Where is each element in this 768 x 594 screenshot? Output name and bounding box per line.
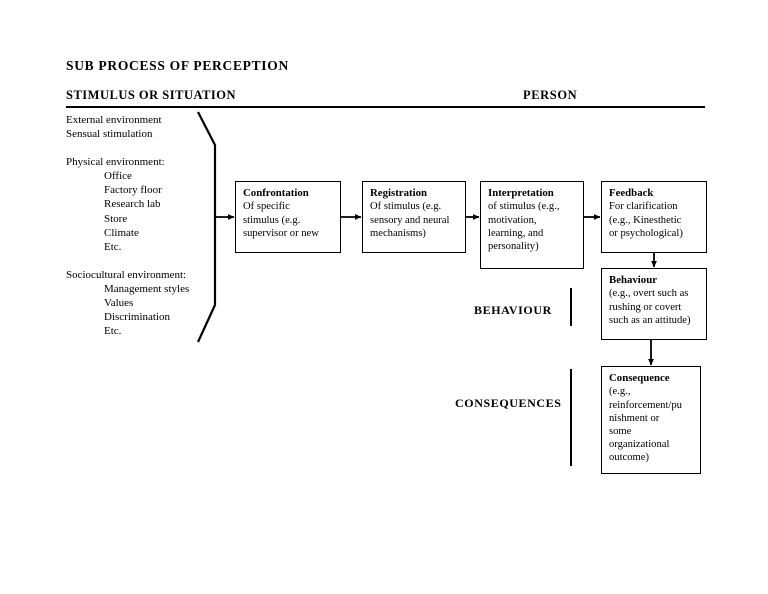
stimulus-group-general: External environment Sensual stimulation: [66, 113, 216, 141]
box-body-line: Of stimulus (e.g.: [370, 201, 442, 213]
stimulus-item-store: Store: [104, 212, 128, 225]
box-body-line: personality): [488, 241, 539, 253]
band-label-stimulus: STIMULUS OR SITUATION: [66, 88, 237, 102]
stimulus-text-column: External environment Sensual stimulation…: [66, 113, 216, 338]
box-body-line: of stimulus (e.g.,: [488, 201, 560, 213]
phase-label-consequences: CONSEQUENCES: [455, 396, 562, 410]
process-box-feedback[interactable]: Feedback For clarification (e.g., Kinest…: [601, 181, 707, 253]
stimulus-heading-physical-environment: Physical environment:: [66, 156, 165, 169]
header-divider-rule: [66, 106, 705, 108]
funnel-bracket-shape: [197, 111, 217, 343]
stimulus-item-office: Office: [104, 170, 132, 183]
stimulus-line-external-environment: External environment: [66, 114, 162, 126]
stimulus-item-climate: Climate: [104, 226, 139, 239]
box-body-line: rushing or covert: [609, 301, 682, 313]
stimulus-item-factory-floor: Factory floor: [104, 184, 162, 197]
box-body-line: or psychological): [609, 227, 683, 239]
phase-label-behaviour: BEHAVIOUR: [474, 303, 552, 317]
vertical-divider-behaviour: [570, 288, 572, 326]
stimulus-item-etc-sociocultural: Etc.: [104, 325, 122, 338]
process-box-registration[interactable]: Registration Of stimulus (e.g. sensory a…: [362, 181, 466, 253]
vertical-divider-consequences: [570, 369, 572, 466]
box-body-line: mechanisms): [370, 227, 426, 239]
stimulus-line-sensual-stimulation: Sensual stimulation: [66, 128, 153, 141]
box-body-line: learning, and: [488, 227, 544, 239]
box-title: Registration: [370, 187, 427, 199]
stimulus-group-sociocultural: Sociocultural environment: Management st…: [66, 268, 216, 338]
stimulus-item-management-styles: Management styles: [104, 282, 190, 295]
box-body-line: stimulus (e.g.: [243, 214, 301, 226]
box-body-line: Of specific: [243, 201, 290, 213]
box-body-line: (e.g., overt such as: [609, 288, 689, 300]
box-title: Interpretation: [488, 187, 554, 199]
box-body-line: sensory and neural: [370, 214, 450, 226]
process-box-interpretation[interactable]: Interpretation of stimulus (e.g., motiva…: [480, 181, 584, 269]
box-title: Feedback: [609, 187, 654, 199]
box-body-line: For clarification: [609, 201, 678, 213]
box-body-line: such as an attitude): [609, 314, 691, 326]
page-title: SUB PROCESS OF PERCEPTION: [66, 58, 289, 73]
box-title: Behaviour: [609, 274, 657, 286]
box-body-line: some: [609, 426, 632, 438]
process-box-confrontation[interactable]: Confrontation Of specific stimulus (e.g.…: [235, 181, 341, 253]
stimulus-heading-sociocultural-environment: Sociocultural environment:: [66, 268, 187, 281]
box-body-line: reinforcement/pu: [609, 399, 682, 411]
box-body-line: outcome): [609, 452, 650, 464]
box-title: Consequence: [609, 372, 670, 384]
stimulus-group-physical: Physical environment: Office Factory flo…: [66, 155, 216, 254]
box-body-line: (e.g.,: [609, 386, 631, 398]
process-box-consequence[interactable]: Consequence (e.g., reinforcement/pu nish…: [601, 366, 701, 474]
band-label-person: PERSON: [523, 88, 578, 102]
box-body-line: motivation,: [488, 214, 537, 226]
process-box-behaviour[interactable]: Behaviour (e.g., overt such as rushing o…: [601, 268, 707, 340]
stimulus-item-etc-physical: Etc.: [104, 240, 122, 253]
box-body-line: (e.g., Kinesthetic: [609, 214, 682, 226]
box-body-line: supervisor or new: [243, 227, 319, 239]
box-title: Confrontation: [243, 187, 309, 199]
box-body-line: organizational: [609, 439, 670, 451]
stimulus-item-research-lab: Research lab: [104, 198, 161, 211]
box-body-line: nishment or: [609, 412, 660, 424]
stimulus-item-values: Values: [104, 297, 134, 310]
stimulus-item-discrimination: Discrimination: [104, 311, 170, 324]
